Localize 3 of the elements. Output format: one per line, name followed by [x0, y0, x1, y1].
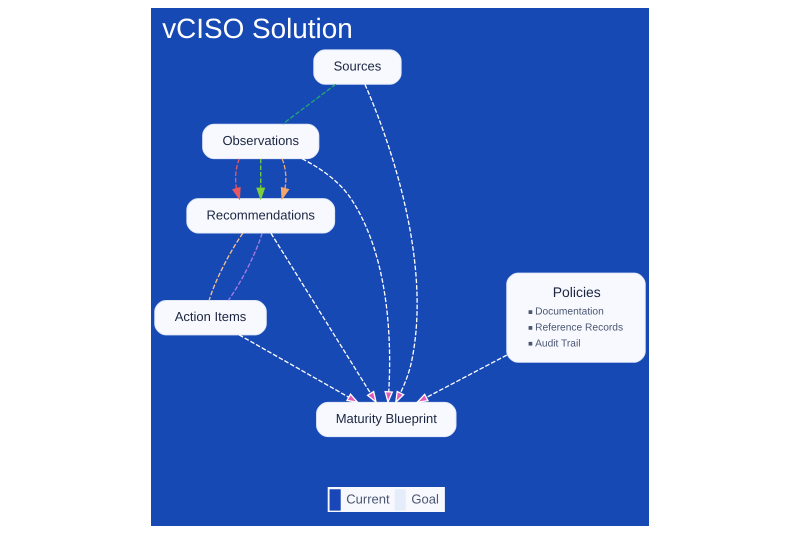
legend-label: Goal: [411, 491, 439, 506]
legend-label: Current: [346, 491, 390, 506]
diagram-title: vCISO Solution: [162, 12, 353, 44]
